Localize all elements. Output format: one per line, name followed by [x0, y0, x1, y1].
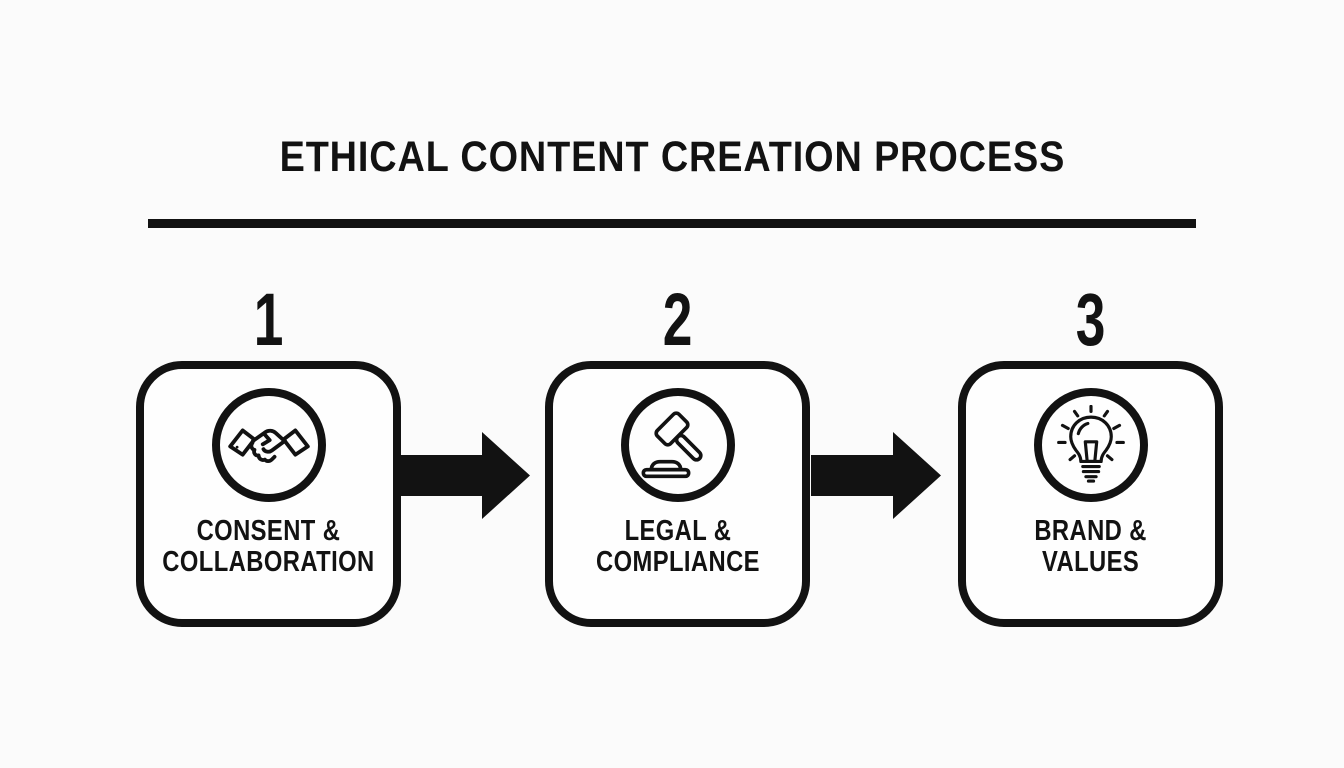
handshake-icon — [211, 388, 326, 502]
page-title: ETHICAL CONTENT CREATION PROCESS — [0, 132, 1344, 181]
step-3-box: BRAND & VALUES — [958, 361, 1223, 627]
step-3-number: 3 — [1075, 278, 1106, 361]
step-2-label: LEGAL & COMPLIANCE — [595, 515, 760, 578]
step-1-label: CONSENT & COLLABORATION — [162, 515, 375, 578]
step-2-box: LEGAL & COMPLIANCE — [545, 361, 810, 627]
step-2: 2 LEGAL & COMPLIANCE — [545, 278, 810, 627]
step-1-box: CONSENT & COLLABORATION — [136, 361, 401, 627]
step-3: 3 — [958, 278, 1223, 627]
gavel-icon — [620, 388, 735, 502]
page-title-text: ETHICAL CONTENT CREATION PROCESS — [279, 132, 1065, 181]
title-underline — [148, 219, 1196, 228]
arrow-right-icon — [400, 432, 530, 519]
arrow-right-icon — [811, 432, 941, 519]
step-2-number: 2 — [662, 278, 693, 361]
step-1: 1 CONSENT & COLLABORAT — [136, 278, 401, 627]
step-1-number: 1 — [253, 278, 284, 361]
step-3-label: BRAND & VALUES — [1034, 515, 1147, 578]
lightbulb-icon — [1033, 388, 1148, 502]
